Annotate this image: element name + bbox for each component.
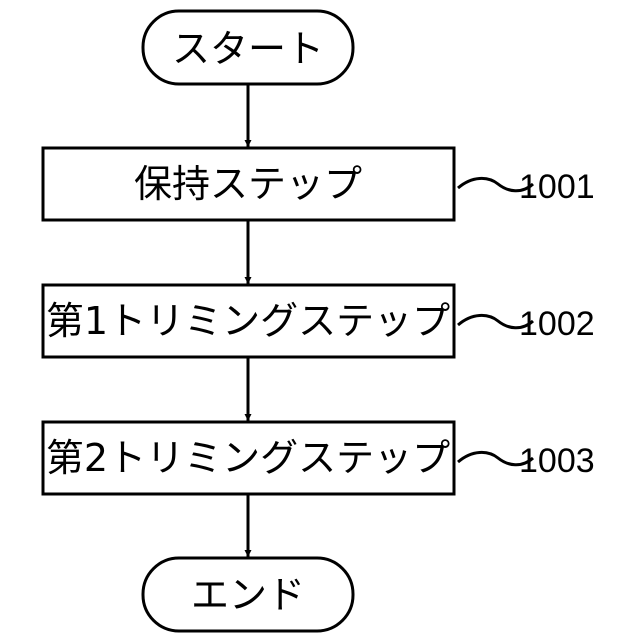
- step-label-1: 保持ステップ: [134, 162, 362, 206]
- ref-number-2: 1002: [519, 305, 595, 343]
- step-label-2: 第1トリミングステップ: [46, 299, 450, 343]
- start-label: スタート: [172, 27, 324, 71]
- ref-number-1: 1001: [519, 168, 595, 206]
- ref-number-3: 1003: [519, 442, 595, 480]
- step-label-3: 第2トリミングステップ: [46, 436, 450, 480]
- end-label: エンド: [191, 573, 305, 617]
